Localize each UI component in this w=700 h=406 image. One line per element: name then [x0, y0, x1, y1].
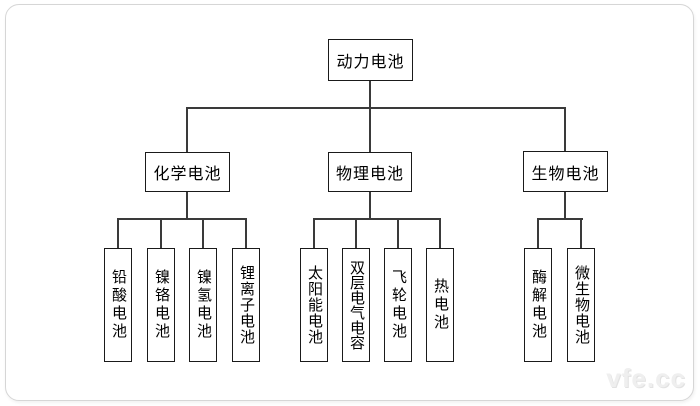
connector-line [355, 218, 357, 248]
connector-line [202, 218, 204, 248]
connector-line [186, 107, 566, 109]
connector-line [245, 218, 247, 248]
connector-line [117, 218, 119, 248]
connector-line [580, 218, 582, 248]
node-enzyme-battery: 酶解电池 [524, 248, 552, 362]
connector-line [313, 218, 441, 220]
connector-line [439, 218, 441, 248]
node-nickel-chromium-battery: 镍铬电池 [147, 248, 175, 362]
node-power-battery: 动力电池 [328, 39, 413, 81]
node-thermal-battery: 热电池 [426, 248, 454, 362]
connector-line [117, 218, 247, 220]
connector-line [537, 218, 583, 220]
connector-line [537, 218, 539, 248]
node-chemical-battery: 化学电池 [145, 152, 230, 192]
node-solar-battery: 太阳能电池 [300, 248, 328, 362]
watermark: vfe.cc [606, 363, 686, 393]
connector-line [369, 81, 371, 152]
node-flywheel-battery: 飞轮电池 [384, 248, 412, 362]
connector-line [564, 107, 566, 152]
connector-line [186, 192, 188, 220]
node-nickel-hydrogen-battery: 镍氢电池 [189, 248, 217, 362]
node-double-layer-capacitor: 双层电气电容 [342, 248, 370, 362]
node-lithium-ion-battery: 锂离子电池 [232, 248, 260, 362]
node-lead-acid-battery: 铅酸电池 [104, 248, 132, 362]
connector-line [313, 218, 315, 248]
node-biological-battery: 生物电池 [523, 151, 608, 192]
connector-line [186, 107, 188, 152]
connector-line [160, 218, 162, 248]
connector-line [397, 218, 399, 248]
node-microbial-battery: 微生物电池 [567, 248, 595, 362]
connector-line [369, 192, 371, 220]
connector-line [564, 192, 566, 220]
node-physical-battery: 物理电池 [328, 152, 412, 192]
